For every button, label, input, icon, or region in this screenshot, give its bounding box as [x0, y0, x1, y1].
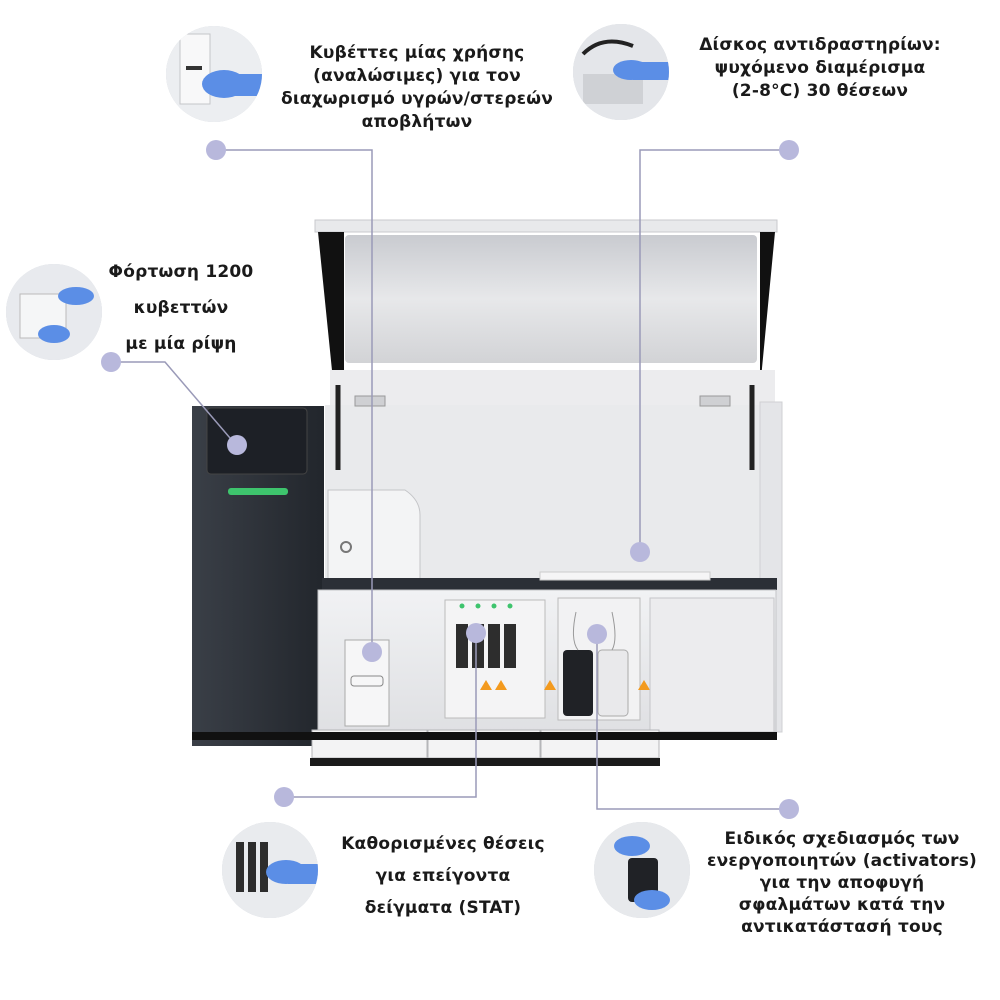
callout-label-cuvette-load: Φόρτωση 1200 κυβεττών με μία ρίψη	[108, 262, 254, 354]
callout-dot-stat-target	[466, 623, 486, 643]
gloved-hand-cuvette-icon	[166, 26, 262, 122]
gloved-hand-activator-bottle-icon	[594, 822, 690, 918]
callout-dot-stat	[274, 787, 294, 807]
callout-dot-reagent-disc	[779, 140, 799, 160]
gloved-hand-stat-rack-icon	[222, 822, 318, 918]
callout-dot-activators	[779, 799, 799, 819]
callout-dot-reagent-target	[630, 542, 650, 562]
callout-dot-cuvettes-target	[362, 642, 382, 662]
lower-cabinet	[317, 589, 777, 733]
callout-label-activators: Ειδικός σχεδιασμός των ενεργοποιητών (ac…	[706, 829, 977, 937]
callout-label-stat: Καθορισμένες θέσεις για επείγοντα δείγμα…	[341, 834, 545, 918]
callout-label-cuvettes: Κυβέττες μίας χρήσης (αναλώσιμες) για το…	[281, 43, 553, 132]
gloved-hand-reagent-disc-icon	[573, 24, 669, 120]
cuvette-loader-module	[192, 406, 324, 746]
reagent-carousel-housing	[327, 489, 421, 586]
callout-dot-cuvettes	[206, 140, 226, 160]
callout-dot-loader	[101, 352, 121, 372]
gloved-hand-loading-icon	[6, 264, 102, 360]
leader-lines	[110, 149, 789, 810]
callout-dot-activators-target	[587, 624, 607, 644]
open-lid	[314, 219, 778, 410]
callout-dot-loader-target	[227, 435, 247, 455]
callout-label-reagent-disc: Δίσκος αντιδραστηρίων: ψυχόμενο διαμέρισ…	[699, 35, 941, 101]
